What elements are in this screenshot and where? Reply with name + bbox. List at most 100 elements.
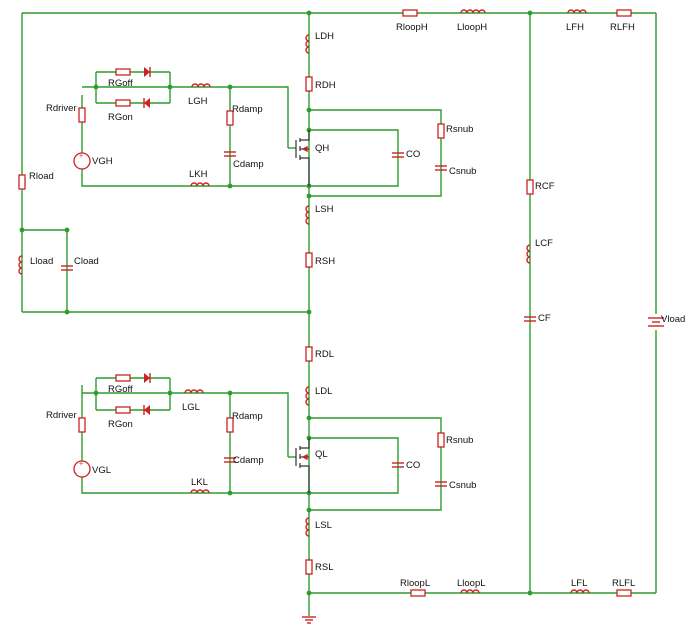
label-rgon-l: RGon <box>108 419 133 430</box>
mosfet-ql <box>295 438 310 493</box>
resistor-rlooph <box>402 9 418 17</box>
label-rlfh: RLFH <box>610 22 635 33</box>
resistor-rgon-h <box>115 99 131 107</box>
label-lloopl: LloopL <box>457 578 486 589</box>
resistor-rdamp-h <box>226 110 234 126</box>
source-vgl: + <box>73 460 91 478</box>
label-lfl: LFL <box>571 578 587 589</box>
resistor-rdriver-h <box>78 107 86 123</box>
resistor-rlfh <box>616 9 632 17</box>
label-rdriver-h: Rdriver <box>46 103 77 114</box>
label-cload: Cload <box>74 256 99 267</box>
inductor-lfl <box>570 589 590 594</box>
label-rdamp-l: Rdamp <box>232 411 263 422</box>
diode-rgon-h-icon <box>143 98 150 108</box>
resistor-rsh <box>305 252 313 268</box>
label-llooph: LloopH <box>457 22 487 33</box>
svg-text:+: + <box>79 461 83 468</box>
label-rdriver-l: Rdriver <box>46 410 77 421</box>
inductor-lgl <box>184 389 204 394</box>
label-lkh: LKH <box>189 169 208 180</box>
label-lfh: LFH <box>566 22 584 33</box>
label-lsl: LSL <box>315 520 332 531</box>
inductor-llooph <box>460 9 486 14</box>
resistor-rsnub-h <box>437 123 445 139</box>
diode-rgon-l-icon <box>143 405 150 415</box>
label-rsh: RSH <box>315 256 335 267</box>
diode-rgoff-h-icon <box>144 67 151 77</box>
capacitor-cf <box>524 316 536 322</box>
capacitor-co-l <box>392 462 404 468</box>
resistor-rload <box>18 174 26 190</box>
label-lcf: LCF <box>535 238 553 249</box>
label-csnub-l: Csnub <box>449 480 476 491</box>
label-rdamp-h: Rdamp <box>232 104 263 115</box>
label-rsnub-l: Rsnub <box>446 435 473 446</box>
inductor-lsh <box>305 205 310 225</box>
svg-text:+: + <box>79 153 83 160</box>
label-rload: Rload <box>29 171 54 182</box>
resistor-rgoff-h <box>115 68 131 76</box>
resistor-rlfl <box>616 589 632 597</box>
label-lkl: LKL <box>191 477 208 488</box>
source-vgh: + <box>73 152 91 170</box>
capacitor-co-h <box>392 152 404 158</box>
capacitor-cload <box>61 265 73 271</box>
label-lgl: LGL <box>182 402 200 413</box>
inductor-lload <box>18 255 23 275</box>
inductor-lgh <box>191 83 211 88</box>
label-vload: Vload <box>661 314 685 325</box>
label-lload: Lload <box>30 256 53 267</box>
label-rdl: RDL <box>315 349 334 360</box>
capacitor-cdamp-h <box>224 151 236 157</box>
inductor-lfh <box>567 9 587 14</box>
label-rsl: RSL <box>315 562 333 573</box>
capacitor-csnub-l <box>435 481 447 487</box>
label-qh: QH <box>315 143 329 154</box>
label-rdh: RDH <box>315 80 336 91</box>
diode-rgoff-l-icon <box>144 373 151 383</box>
inductor-lkl <box>190 489 210 494</box>
ground-icon <box>302 616 316 624</box>
inductor-lsl <box>305 517 310 537</box>
label-rgoff-h: RGoff <box>108 78 133 89</box>
label-rgoff-l: RGoff <box>108 384 133 395</box>
label-ldl: LDL <box>315 386 332 397</box>
inductor-lloopl <box>460 589 480 594</box>
label-rloopl: RloopL <box>400 578 430 589</box>
label-rlooph: RloopH <box>396 22 428 33</box>
resistor-rsnub-l <box>437 432 445 448</box>
resistor-rgon-l <box>115 406 131 414</box>
resistor-rdriver-l <box>78 417 86 433</box>
label-ql: QL <box>315 449 328 460</box>
capacitor-csnub-h <box>435 165 447 171</box>
label-csnub-h: Csnub <box>449 166 476 177</box>
resistor-rgoff-l <box>115 374 131 382</box>
inductor-lcf <box>526 244 531 264</box>
resistor-rdh <box>305 76 313 92</box>
resistor-rsl <box>305 559 313 575</box>
inductor-ldl <box>305 386 310 406</box>
battery-vload <box>644 314 668 330</box>
label-rlfl: RLFL <box>612 578 635 589</box>
resistor-rdamp-l <box>226 417 234 433</box>
inductor-ldh <box>305 34 310 54</box>
label-lgh: LGH <box>188 96 208 107</box>
capacitor-cdamp-l <box>224 457 236 463</box>
label-cdamp-h: Cdamp <box>233 159 264 170</box>
resistor-rdl <box>305 346 313 362</box>
junction-dots <box>19 10 533 596</box>
label-vgl: VGL <box>92 465 111 476</box>
resistor-rloopl <box>410 589 426 597</box>
label-rgon-h: RGon <box>108 112 133 123</box>
label-cdamp-l: Cdamp <box>233 455 264 466</box>
label-co-h: CO <box>406 149 420 160</box>
label-vgh: VGH <box>92 156 113 167</box>
label-co-l: CO <box>406 460 420 471</box>
resistor-rcf <box>526 179 534 195</box>
mosfet-qh <box>295 130 310 186</box>
label-rcf: RCF <box>535 181 555 192</box>
inductor-lkh <box>190 182 210 187</box>
label-rsnub-h: Rsnub <box>446 124 473 135</box>
